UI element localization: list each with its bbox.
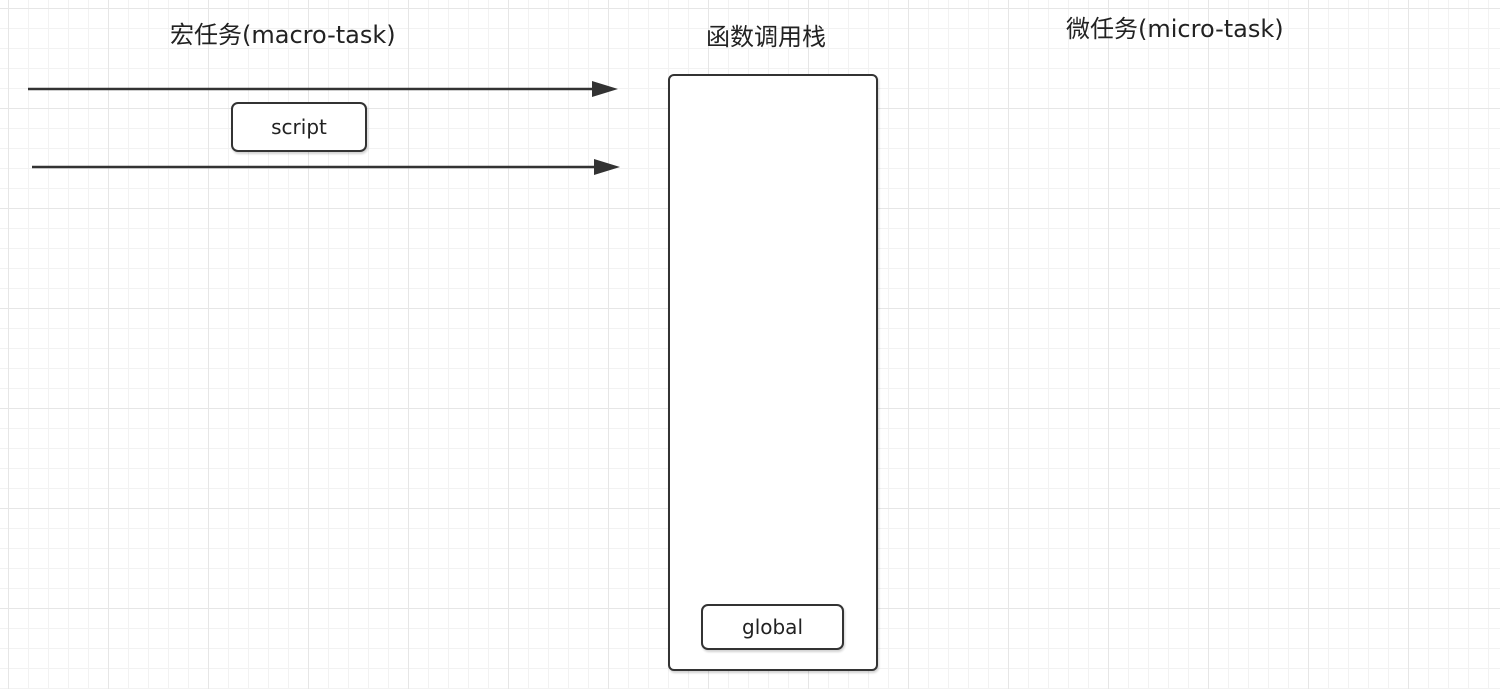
call-stack-global-frame[interactable]: global [701,604,844,650]
macro-task-heading: 宏任务(macro-task) [170,21,396,49]
call-stack-container [668,74,878,671]
macro-queue-bottom-arrowhead [594,159,620,175]
micro-task-heading: 微任务(micro-task) [1066,15,1284,43]
macro-queue-bottom-arrow [32,159,620,175]
call-stack-heading: 函数调用栈 [706,23,826,51]
macro-task-script[interactable]: script [231,102,367,152]
macro-queue-top-arrow [28,81,618,97]
macro-queue-top-arrowhead [592,81,618,97]
